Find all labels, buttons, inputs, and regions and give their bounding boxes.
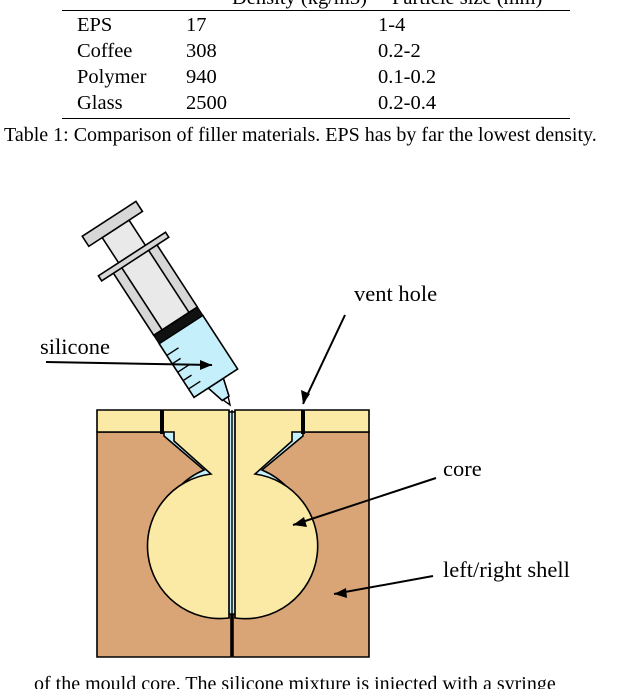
table-caption: Table 1: Comparison of filler materials.…: [4, 124, 597, 146]
vent-hole-right: [301, 410, 305, 434]
body-text-line: of the mould core. The silicone mixture …: [34, 673, 556, 689]
table-row: Glass 2500 0.2-0.4: [62, 92, 570, 114]
table-cell-density: 940: [186, 66, 217, 88]
label-shell: left/right shell: [443, 557, 570, 582]
table-cell-density: 308: [186, 40, 217, 62]
table-row: Coffee 308 0.2-2: [62, 40, 570, 62]
body-text-cropped: of the mould core. The silicone mixture …: [0, 673, 640, 689]
core-left-half: [96, 409, 230, 620]
table-cell-density: 17: [186, 14, 207, 36]
label-core: core: [443, 456, 482, 481]
table-cell-size: 0.1-0.2: [378, 66, 437, 88]
label-silicone: silicone: [40, 334, 110, 359]
table-bottom-rule: [62, 118, 570, 120]
vent-hole-left: [160, 410, 164, 434]
table-cell-density: 2500: [186, 92, 227, 114]
table-header-rule: [62, 10, 570, 12]
table-row: Polymer 940 0.1-0.2: [62, 66, 570, 88]
table-cell-material: Glass: [77, 92, 123, 114]
table-cell-size: 0.2-2: [378, 40, 421, 62]
syringe: [81, 200, 239, 407]
table-cell-material: EPS: [77, 14, 113, 36]
table-header-row-cropped: Density (kg/m3) Particle size (mm): [62, 0, 570, 11]
table-cell-material: Coffee: [77, 40, 133, 62]
table-cell-material: Polymer: [77, 66, 147, 88]
table-cell-size: 0.2-0.4: [378, 92, 437, 114]
core-leader: [292, 477, 437, 526]
vent-hole-leader: [302, 314, 346, 405]
label-vent-hole: vent hole: [354, 281, 438, 306]
table-header-size: Particle size (mm): [392, 0, 542, 9]
silicone-leader: [45, 361, 213, 366]
table-cell-size: 1-4: [378, 14, 406, 36]
table-header-density: Density (kg/m3): [232, 0, 367, 9]
shell-leader: [333, 575, 434, 595]
table-row: EPS 17 1-4: [62, 14, 570, 36]
core-right-half: [234, 409, 370, 620]
